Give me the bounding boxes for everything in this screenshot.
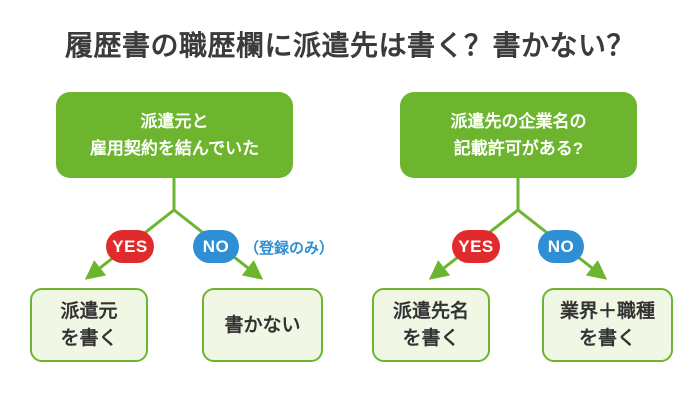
- yes-badge-right: YES: [452, 230, 500, 263]
- result-box-left-yes: 派遣元 を書く: [30, 288, 148, 362]
- no-note-left: （登録のみ）: [244, 240, 335, 257]
- question-box-right: 派遣先の企業名の 記載許可がある?: [400, 92, 637, 178]
- no-badge-left: NO: [193, 230, 239, 263]
- question-box-left: 派遣元と 雇用契約を結んでいた: [56, 92, 293, 178]
- result-box-left-no: 書かない: [202, 288, 323, 362]
- page-title: 履歴書の職歴欄に派遣先は書く？書かない？: [64, 30, 635, 61]
- result-box-right-no: 業界＋職種 を書く: [542, 288, 673, 362]
- no-badge-right: NO: [538, 230, 584, 263]
- result-box-right-yes: 派遣先名 を書く: [372, 288, 490, 362]
- yes-badge-left: YES: [106, 230, 154, 263]
